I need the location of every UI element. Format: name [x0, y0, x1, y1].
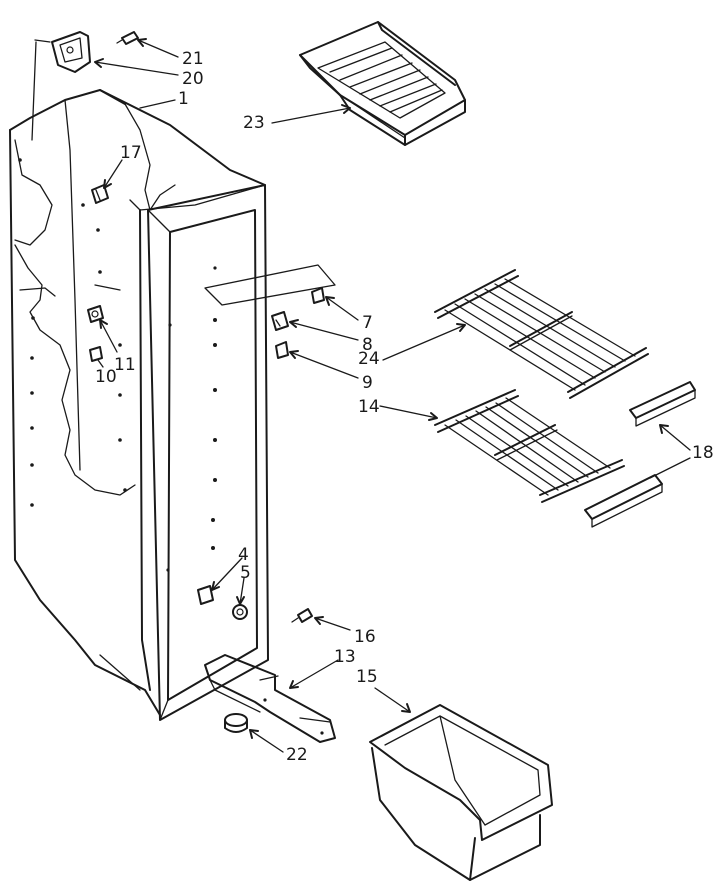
callout-labels: 21 20 1 23 17 11 10 7 8 9 24 14 18 4 5 1… [95, 49, 714, 765]
leader-lines [94, 38, 691, 753]
part-22-plug [224, 713, 248, 733]
front-flange [147, 184, 269, 721]
part-7-clip [311, 287, 325, 304]
callout-7: 7 [362, 313, 373, 333]
callout-8: 8 [362, 335, 373, 355]
callout-20: 20 [182, 69, 204, 89]
screw-16 [291, 608, 313, 623]
callout-16: 16 [354, 627, 376, 647]
screw-21 [116, 31, 139, 45]
callout-15: 15 [356, 667, 378, 687]
part-13-bracket [204, 654, 336, 743]
liner-holes [18, 158, 217, 572]
part-24-shelf [434, 269, 649, 399]
callout-23: 23 [243, 113, 265, 133]
part-5-screw [232, 604, 248, 620]
callout-1: 1 [178, 89, 189, 109]
callout-24: 24 [358, 349, 380, 369]
callout-4: 4 [238, 545, 249, 565]
callout-14: 14 [358, 397, 380, 417]
callout-21: 21 [182, 49, 204, 69]
callout-22: 22 [286, 745, 308, 765]
part-18-rail-lower [584, 474, 663, 528]
part-4-clip [197, 585, 214, 605]
part-10-fastener [89, 346, 103, 362]
shelf-plane [94, 264, 336, 306]
part-14-shelf [434, 389, 625, 503]
part-15-bin [369, 704, 553, 881]
part-18-rail-upper [629, 381, 696, 427]
part-17-clip [91, 184, 109, 204]
part-9-clip [275, 341, 289, 359]
top-bracket [31, 31, 91, 141]
callout-10: 10 [95, 367, 117, 387]
callout-11: 11 [114, 355, 136, 375]
part-23-basket [299, 21, 466, 146]
callout-9: 9 [362, 373, 373, 393]
cabinet-liner [9, 89, 266, 716]
part-11-fastener [87, 305, 104, 323]
callout-18: 18 [692, 443, 714, 463]
callout-13: 13 [334, 647, 356, 667]
part-8-clip [271, 311, 289, 331]
callout-5: 5 [240, 563, 251, 583]
callout-17: 17 [120, 143, 142, 163]
